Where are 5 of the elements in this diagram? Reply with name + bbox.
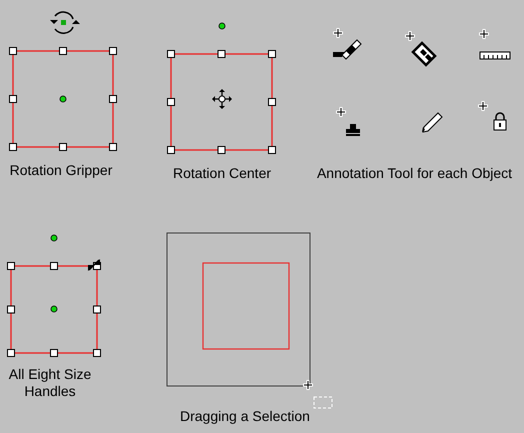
caption: Rotation Gripper — [8, 162, 114, 179]
caption: Rotation Center — [172, 165, 272, 182]
caption: Annotation Tool for each Object — [316, 165, 514, 182]
caption: All Eight Size Handles — [8, 366, 92, 400]
caption: Dragging a Selection — [179, 408, 311, 425]
